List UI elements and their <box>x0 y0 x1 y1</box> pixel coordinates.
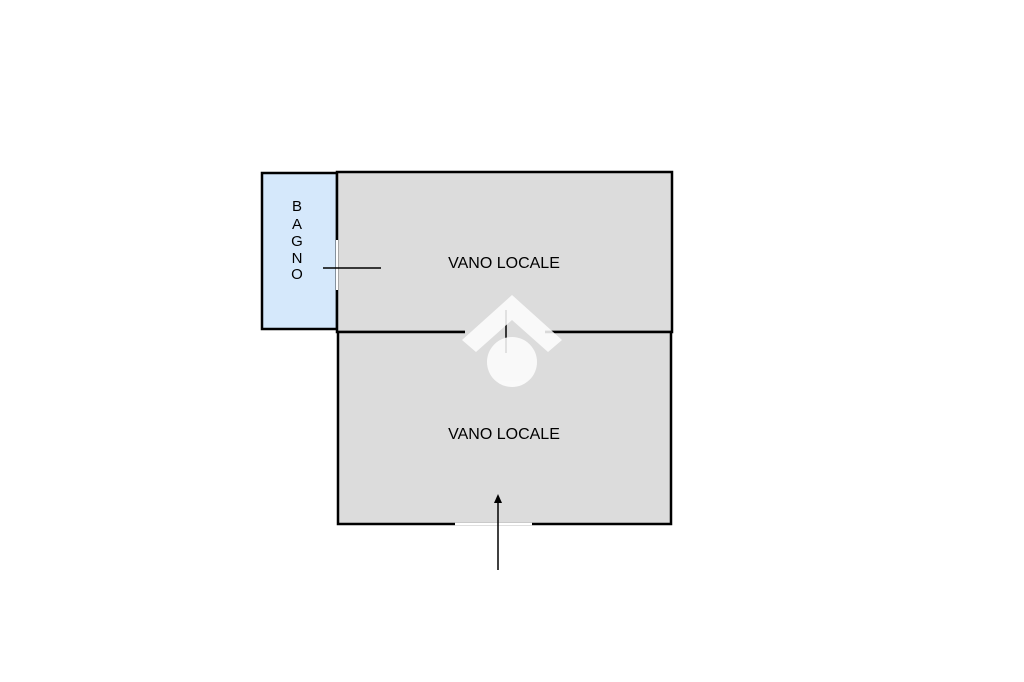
room-bagno-label-letter: B <box>292 198 302 215</box>
room-vano-locale-lower-label: VANO LOCALE <box>448 426 560 443</box>
room-bagno-label-letter: O <box>291 266 303 283</box>
room-bagno-label: B A G N O <box>291 198 303 283</box>
room-vano-locale-upper-label: VANO LOCALE <box>448 255 560 272</box>
room-bagno-label-letter: N <box>292 250 303 267</box>
room-bagno: B A G N O <box>260 171 339 331</box>
room-bagno-label-letter: A <box>292 216 302 233</box>
house-logo-icon <box>462 295 562 387</box>
arrow-up-icon <box>494 494 502 570</box>
room-bagno-label-letter: G <box>291 233 303 250</box>
